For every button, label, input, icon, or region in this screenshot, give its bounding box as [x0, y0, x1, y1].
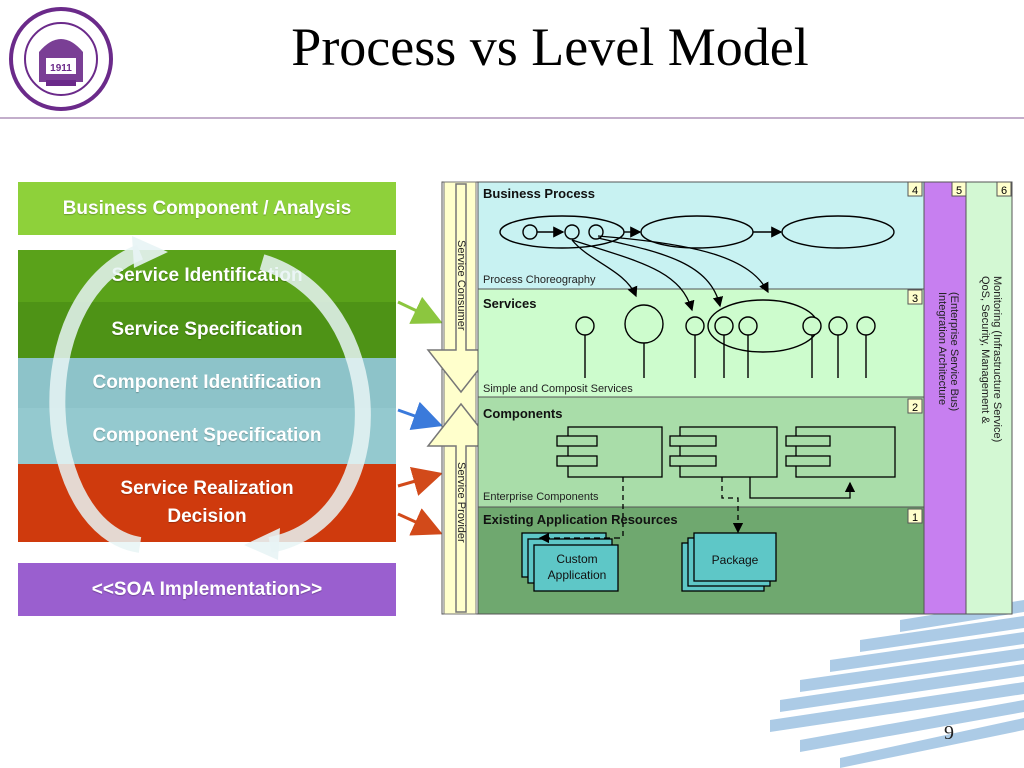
connector-arrow-components — [397, 401, 443, 431]
service-provider-label: Service Provider — [455, 462, 467, 543]
band-label: Component Identification — [92, 372, 322, 393]
connector-arrow-provider-upper — [397, 466, 443, 496]
logo-year: 1911 — [50, 63, 72, 74]
band-component-identification: Component Identification — [18, 358, 396, 408]
custom-application-line2: Application — [548, 568, 607, 582]
layer-title-components: Components — [483, 406, 562, 421]
band-component-specification: Component Specification — [18, 408, 396, 464]
layer-title-services: Services — [483, 296, 537, 311]
band-label: Service Realization Decision — [120, 478, 294, 527]
custom-application-line1: Custom — [556, 552, 597, 566]
band-soa-implementation: <<SOA Implementation>> — [18, 563, 396, 616]
caption-process-choreography: Process Choreography — [483, 274, 596, 286]
package-box — [681, 532, 777, 592]
custom-application-box — [521, 532, 620, 592]
services-nodes — [575, 299, 876, 378]
layer-title-business-process: Business Process — [483, 186, 595, 201]
badge-5: 5 — [956, 185, 962, 197]
band-business-component-analysis: Business Component / Analysis — [18, 182, 396, 235]
connector-arrow-provider-lower — [397, 508, 443, 536]
layer-title-existing-application-resources: Existing Application Resources — [483, 512, 678, 527]
connector-arrow-services — [397, 296, 443, 324]
badge-3: 3 — [912, 293, 918, 305]
layer-number-badges: 4 3 2 1 5 6 — [907, 181, 1012, 524]
band-label: Service Specification — [111, 319, 303, 340]
qos-label-line2: Monitoring (Infrastructure Service) — [991, 276, 1003, 442]
qos-column — [965, 181, 1013, 615]
badge-6: 6 — [1001, 185, 1007, 197]
service-consumer-label: Service Consumer — [455, 240, 467, 331]
page-number: 9 — [944, 722, 954, 744]
qos-label-line1: QoS, Security, Management & — [979, 276, 991, 424]
business-process-flow — [499, 215, 895, 249]
integration-label-line1: Integration Architecture — [936, 292, 948, 405]
process-cycle-arrow — [49, 236, 371, 560]
component-connectors — [622, 477, 856, 540]
band-label: Component Specification — [92, 425, 322, 446]
tsinghua-logo: 1911 — [9, 7, 113, 111]
badge-2: 2 — [912, 402, 918, 414]
band-label: Business Component / Analysis — [62, 197, 352, 219]
integration-architecture-column — [923, 181, 967, 615]
integration-label-line2: (Enterprise Service Bus) — [948, 292, 960, 411]
package-label: Package — [712, 553, 759, 567]
component-boxes — [556, 426, 896, 478]
badge-4: 4 — [912, 185, 918, 197]
caption-simple-composit-services: Simple and Composit Services — [483, 383, 633, 395]
title-divider — [0, 117, 1024, 119]
band-label: <<SOA Implementation>> — [91, 578, 323, 600]
choreography-arrows — [571, 235, 769, 312]
badge-1: 1 — [912, 512, 918, 524]
ibm-logo-watermark — [770, 600, 1024, 768]
band-label: Service Identification — [111, 265, 303, 286]
layer-services — [477, 288, 925, 398]
page-title: Process vs Level Model — [291, 17, 809, 77]
caption-enterprise-components: Enterprise Components — [483, 491, 599, 503]
